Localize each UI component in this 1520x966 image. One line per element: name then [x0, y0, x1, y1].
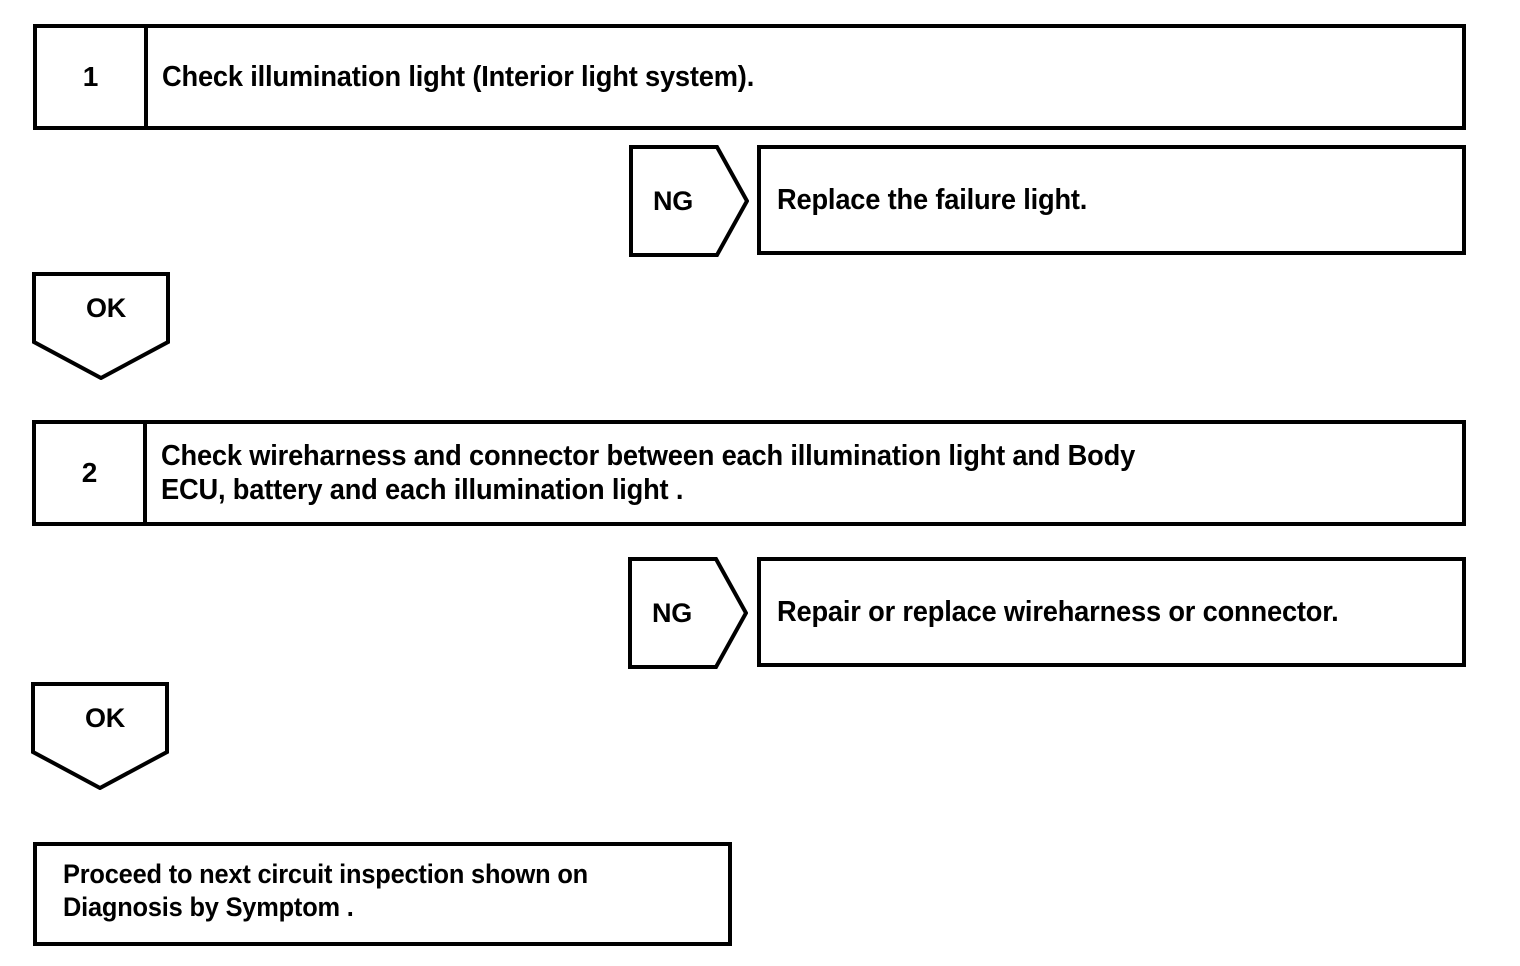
result-box-ng-1: Replace the failure light. [757, 145, 1466, 255]
step-number-2: 2 [36, 424, 147, 522]
step-text-2: Check wireharness and connector between … [147, 424, 1462, 522]
pass-tag-ok-2: OK [31, 682, 169, 790]
result-box-ng-2: Repair or replace wireharness or connect… [757, 557, 1466, 667]
ok-pentagon-icon [32, 272, 170, 380]
pass-tag-ok-1-label: OK [86, 292, 126, 323]
branch-tag-ng-2-label: NG [652, 597, 692, 628]
step-text-1: Check illumination light (Interior light… [148, 28, 1462, 126]
branch-tag-ng-1: NG [629, 145, 749, 257]
final-result-box: Proceed to next circuit inspection shown… [33, 842, 732, 946]
ok-pentagon-icon [31, 682, 169, 790]
ng-pentagon-icon [628, 557, 748, 669]
branch-tag-ng-1-label: NG [653, 185, 693, 216]
step-box-1: 1 Check illumination light (Interior lig… [33, 24, 1466, 130]
final-result-text: Proceed to next circuit inspection shown… [63, 859, 588, 922]
pass-tag-ok-1: OK [32, 272, 170, 380]
step-box-2: 2 Check wireharness and connector betwee… [32, 420, 1466, 526]
branch-tag-ng-2: NG [628, 557, 748, 669]
step-text-1-content: Check illumination light (Interior light… [162, 61, 755, 93]
step-text-2-content: Check wireharness and connector between … [161, 440, 1136, 506]
pass-tag-ok-2-label: OK [85, 702, 125, 733]
result-box-ng-2-text: Repair or replace wireharness or connect… [777, 596, 1339, 628]
ng-pentagon-icon [629, 145, 749, 257]
step-number-1: 1 [37, 28, 148, 126]
result-box-ng-1-text: Replace the failure light. [777, 184, 1088, 216]
